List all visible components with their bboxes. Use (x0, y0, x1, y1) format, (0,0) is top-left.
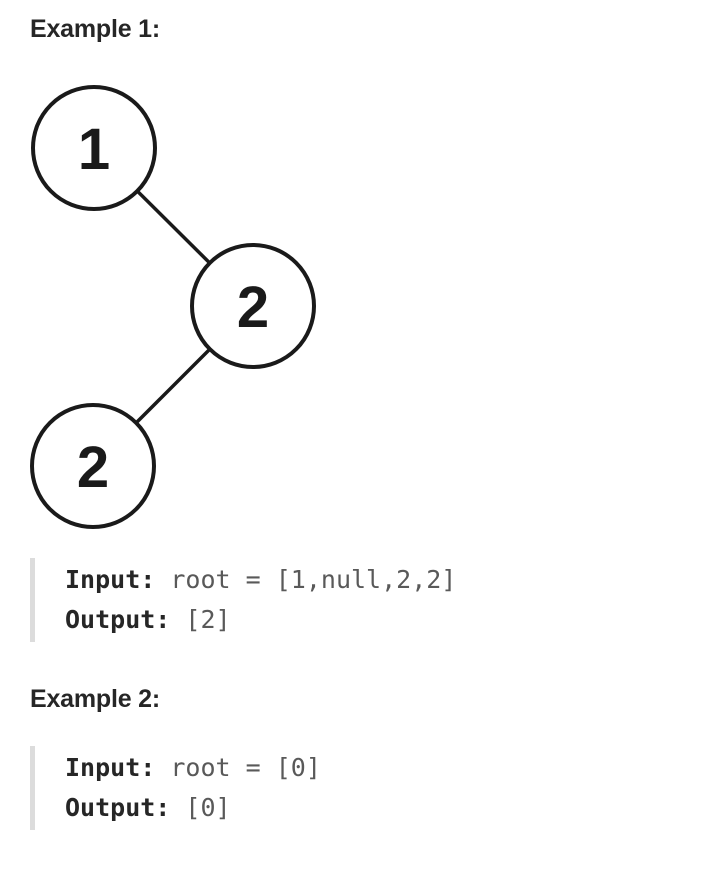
example-2-output-line: Output: [0] (65, 793, 231, 822)
example-1-io-block: Input: root = [1,null,2,2] Output: [2] (30, 558, 692, 642)
tree-node: 1 (31, 85, 157, 211)
output-label: Output: (65, 605, 171, 634)
example-2-heading: Example 2: (30, 685, 161, 713)
binary-tree-diagram: 1 2 2 (30, 85, 316, 529)
input-value: root = [1,null,2,2] (170, 565, 457, 594)
output-value: [0] (185, 793, 231, 822)
tree-node-circle (30, 403, 156, 529)
input-label: Input: (65, 565, 156, 594)
output-label: Output: (65, 793, 171, 822)
example-1-output-line: Output: [2] (65, 605, 231, 634)
input-value: root = [0] (170, 753, 321, 782)
example-1-heading: Example 1: (30, 15, 161, 43)
example-1: Example 1: 1 2 2 Input: root = [1,null,2,2… (30, 12, 692, 642)
problem-examples-section: Example 1: 1 2 2 Input: root = [1,null,2,2… (30, 12, 692, 830)
tree-node-value: 2 (77, 435, 109, 500)
input-label: Input: (65, 753, 156, 782)
tree-node: 2 (190, 243, 316, 369)
example-2-input-line: Input: root = [0] (65, 753, 321, 782)
example-2-io-block: Input: root = [0] Output: [0] (30, 746, 692, 830)
tree-node-circle (31, 85, 157, 211)
example-2: Example 2: Input: root = [0] Output: [0] (30, 682, 692, 830)
tree-node-value: 2 (237, 275, 269, 340)
tree-node-circle (190, 243, 316, 369)
example-1-input-line: Input: root = [1,null,2,2] (65, 565, 456, 594)
output-value: [2] (185, 605, 231, 634)
tree-node-value: 1 (78, 117, 110, 182)
tree-node: 2 (30, 403, 156, 529)
